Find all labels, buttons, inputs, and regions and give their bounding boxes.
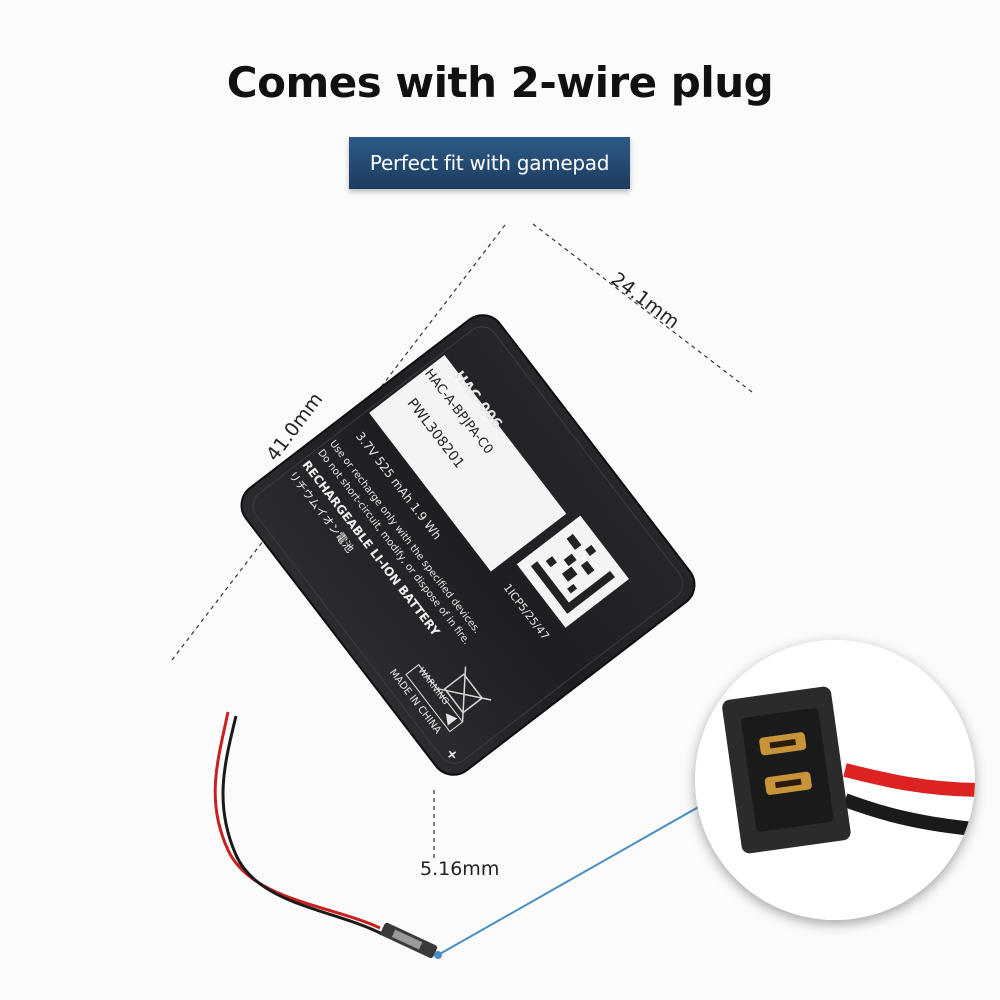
feature-badge: Perfect fit with gamepad [349,137,630,189]
datamatrix-pattern [530,533,615,614]
callout-dot [434,951,442,959]
connector-plug [380,922,438,959]
crossed-bin-icon [436,666,492,722]
callout-line [437,804,703,956]
red-wire [213,711,381,930]
serial-label [369,355,567,572]
thickness-dimension-label: 5.16mm [420,858,500,880]
page-title: Comes with 2-wire plug [226,58,774,107]
black-wire [221,715,383,936]
connector-closeup [695,640,975,920]
zoom-red-wire [843,763,975,797]
warning-triangle-icon [445,713,458,726]
zoom-black-wire [842,793,975,837]
zoom-connector-housing [722,686,851,854]
connector-zoom-inset [695,640,975,920]
battery-body: HAC-006 HAC-A-BPJPA-C0 PWL308201 3.7V 52… [240,314,696,776]
width-dimension-line [532,223,753,393]
